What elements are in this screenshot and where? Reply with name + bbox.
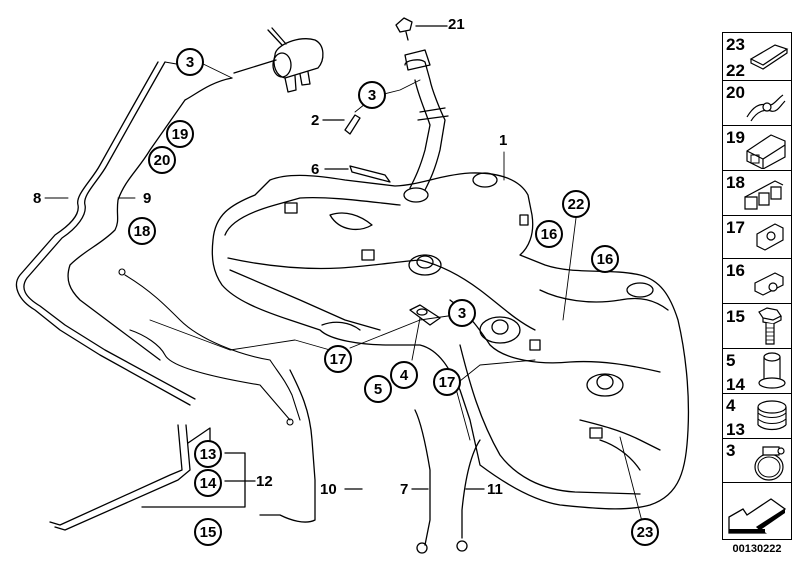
fuel-cap [396,18,447,40]
wiring-harness [118,268,300,426]
legend-item: 16 [722,258,792,304]
legend-number: 14 [726,375,745,394]
legend-number: 4 [726,396,736,415]
hex-bolt-icon [755,306,785,348]
legend-item: 3 [722,438,792,483]
legend-item: 19 [722,125,792,171]
callout-16: 16 [591,245,619,273]
fuel-line-10 [260,370,362,522]
callout-20: 20 [148,146,176,174]
tank-strap-15 [50,425,255,530]
leader-lines [45,60,645,533]
callout-17: 17 [324,345,352,373]
callout-7: 7 [400,481,409,498]
sleeve-icon [757,351,787,393]
hose-piece-2 [323,115,360,134]
cable-clip-icon [739,85,789,125]
legend-number: 5 [726,351,736,370]
hose-clamp-icon [749,441,785,483]
callout-10: 10 [320,481,337,498]
legend-number: 3 [726,441,736,460]
clip-nut-icon [751,265,787,301]
pad-strip-icon [747,41,791,71]
callout-1: 1 [499,132,508,149]
multi-clip-icon [739,175,789,215]
vent-line-9 [68,78,232,360]
callout-2: 2 [311,112,320,129]
legend-item: 5 14 [722,348,792,394]
callout-13: 13 [194,440,222,468]
callout-12: 12 [256,473,273,490]
callout-21: 21 [448,16,465,33]
document-id: 00130222 [732,543,782,555]
legend-item: 20 [722,80,792,126]
callout-11: 11 [487,481,503,498]
callout-22: 22 [562,190,590,218]
callout-6: 6 [311,161,320,178]
nut-plate-icon [751,220,787,256]
carbon-canister [234,28,323,92]
fuel-line-7 [412,410,430,554]
line-holder-icon [741,129,791,169]
callout-15: 15 [194,518,222,546]
filler-neck [405,50,448,190]
legend-item[interactable] [722,482,792,540]
pad-6 [325,166,390,182]
legend-number: 15 [726,307,745,326]
legend-number: 20 [726,83,745,102]
legend-number: 18 [726,173,745,192]
rubber-grommet-icon [755,397,789,437]
legend-item: 17 [722,215,792,259]
front-arrow-icon [725,487,789,537]
callout-23: 23 [631,518,659,546]
callout-18: 18 [128,217,156,245]
legend-item: 4 13 [722,393,792,439]
callout-3: 3 [448,299,476,327]
fuel-tank [212,173,688,509]
callout-5: 5 [364,375,392,403]
callout-17: 17 [433,368,461,396]
callout-14: 14 [194,469,222,497]
legend-item: 23 22 [722,32,792,81]
callout-4: 4 [390,361,418,389]
legend-number: 16 [726,261,745,280]
legend-number: 22 [726,61,745,80]
legend-number: 13 [726,420,745,439]
fuel-line-11 [456,440,484,552]
callout-3: 3 [176,48,204,76]
legend-number: 17 [726,218,745,237]
callout-3: 3 [358,81,386,109]
legend-item: 15 [722,303,792,349]
callout-19: 19 [166,120,194,148]
callout-9: 9 [143,190,152,207]
callout-16: 16 [535,220,563,248]
legend-item: 18 [722,170,792,216]
callout-8: 8 [33,190,42,207]
legend-number: 19 [726,128,745,147]
vent-line-8 [16,62,195,405]
legend-number: 23 [726,35,745,54]
